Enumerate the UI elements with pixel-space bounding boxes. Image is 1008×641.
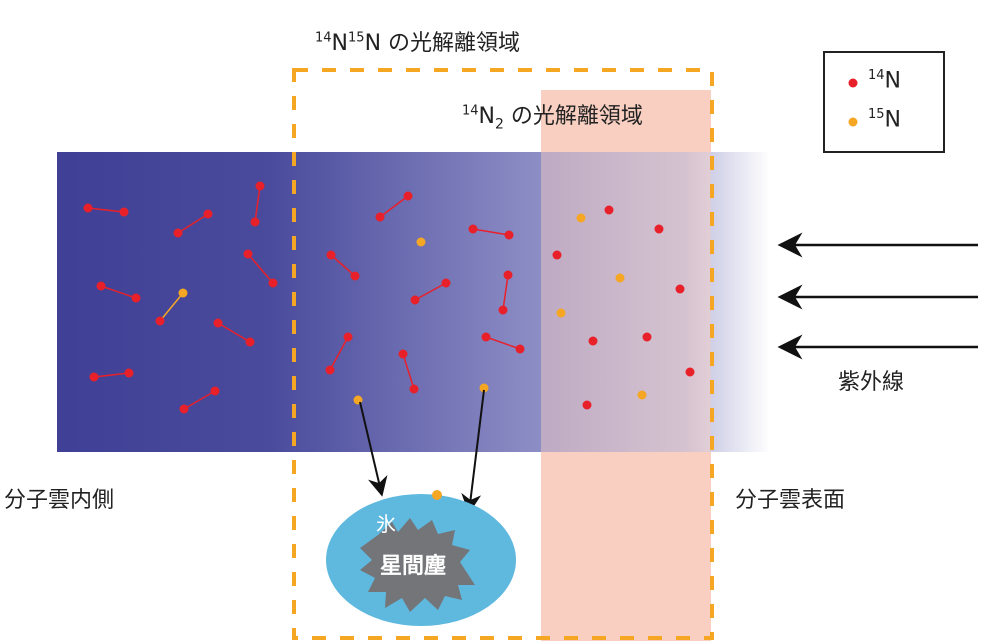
element: N (478, 104, 496, 129)
isotope: 14 (868, 68, 885, 83)
molecule-bond (329, 336, 349, 371)
n14-atom (155, 316, 165, 326)
n14-atom (552, 250, 562, 260)
molecule-bond (247, 253, 274, 284)
molecule-bond (485, 336, 521, 350)
isotope: 15 (868, 107, 885, 122)
n14-atom (255, 181, 265, 191)
subscript: 2 (495, 116, 504, 133)
n14-atom (441, 278, 451, 288)
n15-atom (556, 308, 566, 318)
uv-arrows (777, 232, 978, 360)
n14-2-region-title: 14N2 の光解離領域 (462, 98, 643, 133)
deposit-arrow (359, 401, 388, 497)
element: N (364, 31, 382, 56)
n14-atom (503, 270, 513, 280)
n14-atom (654, 224, 664, 234)
legend-n15-label: 15N (868, 107, 901, 132)
n15-atom (576, 213, 586, 223)
n14-atom (83, 203, 93, 213)
n14-atom (243, 249, 253, 259)
n15-atom (479, 383, 489, 393)
molecule-bond (100, 285, 137, 299)
deposit-arrow (461, 389, 485, 514)
ice-label: 氷 (376, 512, 396, 536)
n14-atom (131, 293, 141, 303)
n14-atom (403, 191, 413, 201)
uv-label: 紫外線 (838, 370, 905, 395)
n14-atom (89, 372, 99, 382)
n14-atom (268, 278, 278, 288)
molecule-bond (379, 195, 409, 218)
legend-n14-label: 14N (868, 68, 901, 93)
molecule-bond (217, 322, 251, 343)
n14-atom (481, 332, 491, 342)
n14n15-photodissociation-region (292, 68, 714, 640)
n14-atom (604, 205, 614, 215)
molecule-bond (183, 390, 216, 410)
n14-atom (179, 404, 189, 414)
n14-atom (504, 230, 514, 240)
n14-atom (498, 305, 508, 315)
cloud-surface-label: 分子雲表面 (735, 488, 846, 513)
n14-2-photodissociation-region (541, 152, 711, 452)
legend-n14-dot (848, 78, 858, 88)
element: N (884, 107, 902, 133)
title-text: の光解離領域 (381, 31, 521, 56)
n14-atom (203, 209, 213, 219)
n14-atom (398, 349, 408, 359)
n14-atom (515, 344, 525, 354)
molecule-bond (402, 353, 415, 390)
n14-atom (250, 217, 260, 227)
n14-atom (675, 284, 685, 294)
n14-atom (350, 271, 360, 281)
molecule-bond (502, 274, 509, 311)
isotope: 15 (348, 30, 365, 46)
molecule-bond (330, 254, 356, 277)
legend-box (823, 51, 945, 153)
n14-atom (245, 337, 255, 347)
molecules (83, 181, 695, 414)
isotope: 14 (462, 103, 479, 119)
n14-atom (375, 212, 385, 222)
n14-atom (409, 384, 419, 394)
n14-atom (588, 336, 598, 346)
element: N (884, 68, 902, 94)
legend-n15-dot (848, 117, 858, 127)
n14-atom (685, 367, 695, 377)
n14-atom (468, 224, 478, 234)
molecule-bond (472, 228, 510, 236)
molecule-bond (93, 372, 130, 378)
n14-atom (410, 295, 420, 305)
molecule-bond (414, 282, 447, 301)
isotope: 14 (315, 30, 332, 46)
n14-atom (582, 400, 592, 410)
molecule-bond (177, 213, 209, 234)
n14-atom (325, 365, 335, 375)
cloud-inside-label: 分子雲内側 (4, 488, 115, 513)
n15-atom (637, 390, 647, 400)
n14-atom (343, 332, 353, 342)
n14n15-region-title: 14N15N の光解離領域 (315, 25, 520, 57)
n15-atom (416, 237, 426, 247)
n15-atom-on-ice (432, 490, 442, 500)
title-text: の光解離領域 (503, 104, 643, 129)
n14-atom (326, 250, 336, 260)
n15-atom (178, 288, 188, 298)
n14-atom (173, 228, 183, 238)
dust-grain (360, 518, 475, 612)
molecule-bond (254, 185, 261, 223)
n15-atom (615, 273, 625, 283)
n14-atom (119, 207, 129, 217)
n14-atom (96, 281, 106, 291)
n14-atom (642, 332, 652, 342)
n14-atom (210, 386, 220, 396)
molecule-bond (159, 292, 184, 322)
dust-label: 星間塵 (380, 554, 447, 579)
element: N (331, 31, 349, 56)
molecule-bond (87, 207, 125, 213)
n14-atom (213, 318, 223, 328)
n14-atom (124, 368, 134, 378)
